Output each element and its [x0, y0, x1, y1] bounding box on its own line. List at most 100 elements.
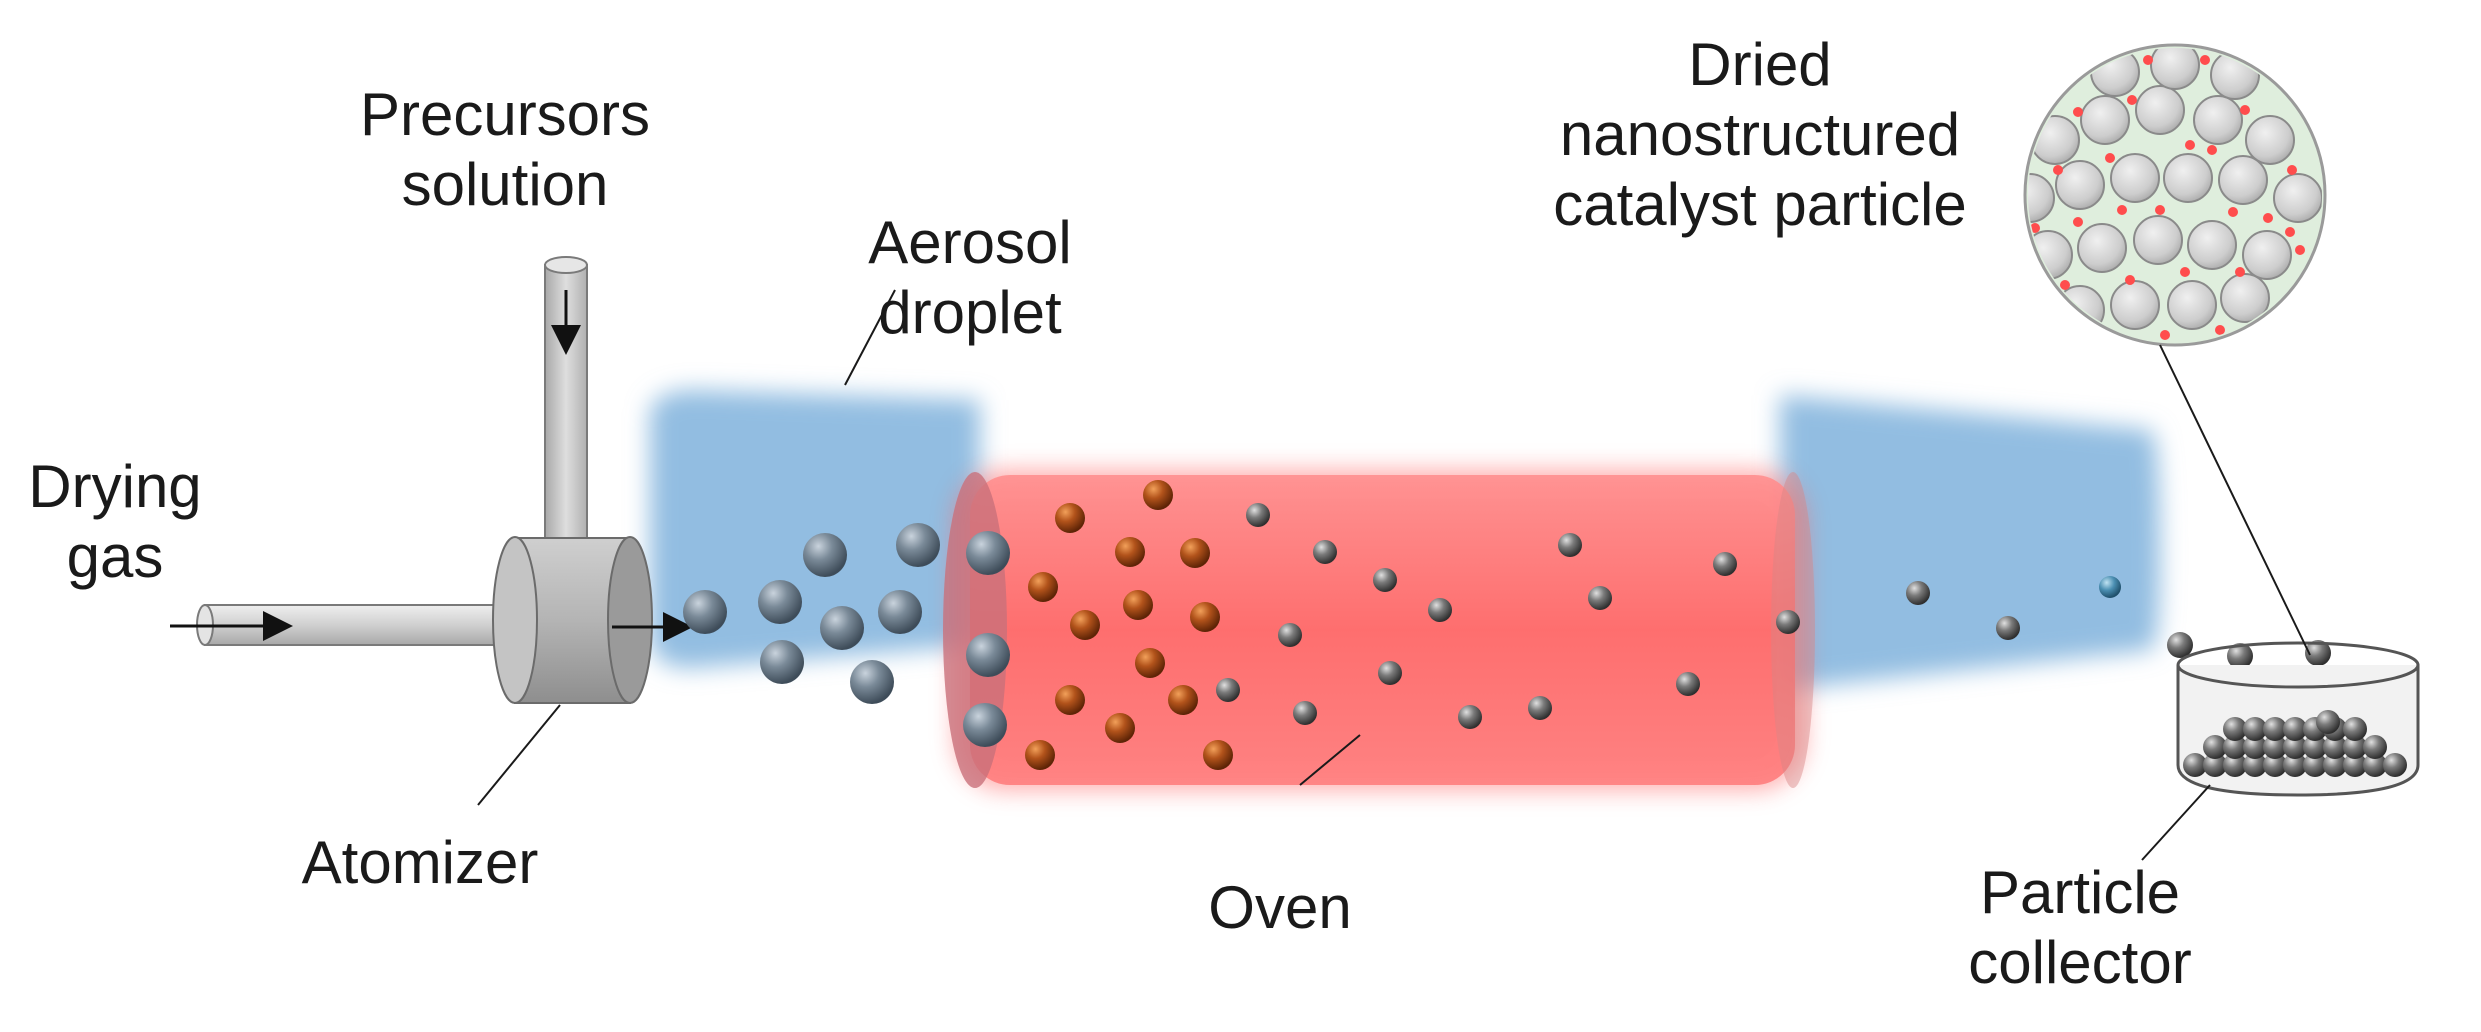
nano-sphere: [2167, 280, 2217, 330]
dried-particle: [1293, 701, 1317, 725]
aerosol-droplet: [758, 580, 802, 624]
catalyst-dot: [2125, 275, 2135, 285]
atomizer: [492, 536, 693, 704]
oven-label: Oven: [1208, 874, 1352, 941]
aerosol-droplet: [966, 531, 1010, 575]
collected-particle: [2363, 735, 2387, 759]
atomizer-label: Atomizer: [301, 829, 539, 896]
nano-sphere: [2110, 280, 2160, 330]
heating-droplet: [1055, 685, 1085, 715]
heating-droplet: [1025, 740, 1055, 770]
aerosol-leader-line: [844, 289, 896, 386]
collected-particle: [2243, 717, 2267, 741]
heating-droplet: [1115, 537, 1145, 567]
heating-droplet: [1028, 572, 1058, 602]
aerosol-zone-right: [1780, 395, 2160, 690]
nano-sphere: [2242, 230, 2292, 280]
heating-droplet: [1135, 648, 1165, 678]
dried-particle: [1458, 705, 1482, 729]
nano-sphere: [2110, 153, 2160, 203]
collected-particle: [2283, 717, 2307, 741]
dried-particle-leader-line: [2159, 344, 2311, 656]
aerosol-droplet: [820, 606, 864, 650]
dried-particle-label: Dried nanostructured catalyst particle: [1553, 31, 1967, 238]
precursors-solution-label: Precursors solution: [359, 81, 651, 218]
atomizer-leader-line: [477, 704, 561, 806]
heating-droplet: [1070, 610, 1100, 640]
collected-particle: [2383, 753, 2407, 777]
catalyst-dot: [2240, 105, 2250, 115]
heating-droplet: [1143, 480, 1173, 510]
nano-sphere: [2150, 48, 2200, 90]
nano-sphere: [2187, 220, 2237, 270]
collected-particle: [2343, 735, 2367, 759]
dried-particle: [1528, 696, 1552, 720]
nano-sphere: [2133, 215, 2183, 265]
catalyst-dot: [2235, 267, 2245, 277]
catalyst-dot: [2095, 333, 2105, 342]
collected-particle: [2303, 735, 2327, 759]
dried-particle: [2099, 576, 2121, 598]
catalyst-dot: [2073, 107, 2083, 117]
particle-collector: [2176, 641, 2420, 797]
collected-particle: [2223, 717, 2247, 741]
nano-sphere: [2218, 155, 2268, 205]
collected-particle: [2343, 717, 2367, 741]
aerosol-droplet-label: Aerosol droplet: [868, 209, 1072, 346]
droplet-particles: [683, 480, 2331, 770]
dried-particle: [1246, 503, 1270, 527]
dried-particle: [1313, 540, 1337, 564]
particle-collector-label: Particle collector: [1968, 859, 2192, 996]
collected-particle: [2316, 710, 2340, 734]
dried-particle: [1428, 598, 1452, 622]
dried-particle: [1216, 678, 1240, 702]
dried-particle: [1378, 661, 1402, 685]
collected-particle: [2183, 753, 2207, 777]
nano-sphere: [2090, 48, 2140, 97]
nano-sphere: [2135, 85, 2185, 135]
dried-particle: [1676, 672, 1700, 696]
collected-particle: [2263, 753, 2287, 777]
falling-particle: [2227, 643, 2253, 669]
catalyst-dot: [2287, 165, 2297, 175]
collected-particle: [2223, 753, 2247, 777]
collected-particle: [2283, 753, 2307, 777]
collected-particle: [2323, 753, 2347, 777]
collected-particle: [2243, 753, 2267, 777]
catalyst-dot: [2200, 55, 2210, 65]
catalyst-dot: [2060, 280, 2070, 290]
catalyst-dot: [2228, 207, 2238, 217]
dried-particle: [1713, 552, 1737, 576]
leader-lines: [477, 289, 2311, 861]
catalyst-dot: [2285, 227, 2295, 237]
heating-droplet: [1180, 538, 1210, 568]
nano-sphere: [2193, 95, 2243, 145]
drying-gas-pipe: [170, 604, 511, 646]
falling-particle: [2167, 632, 2193, 658]
catalyst-dot: [2127, 95, 2137, 105]
collected-particle: [2263, 717, 2287, 741]
catalyst-dot: [2030, 223, 2040, 233]
heating-droplet: [1105, 713, 1135, 743]
aerosol-droplet: [683, 590, 727, 634]
catalyst-dot: [2160, 330, 2170, 340]
dried-particle: [1558, 533, 1582, 557]
catalyst-dot: [2215, 325, 2225, 335]
catalyst-dot: [2263, 213, 2273, 223]
collected-particle: [2303, 753, 2327, 777]
nano-sphere: [2220, 273, 2270, 323]
nano-sphere: [2273, 173, 2322, 223]
nano-sphere: [2055, 160, 2105, 210]
heating-droplet: [1123, 590, 1153, 620]
collected-particle: [2203, 735, 2227, 759]
collected-particles: [2183, 710, 2407, 777]
catalyst-dot: [2207, 145, 2217, 155]
aerosol-droplet: [878, 590, 922, 634]
aerosol-droplet: [896, 523, 940, 567]
oven-leader-line: [1299, 734, 1361, 786]
magnified-catalyst-particle: [2023, 43, 2327, 347]
catalyst-dot: [2117, 205, 2127, 215]
collected-particle: [2263, 735, 2287, 759]
catalyst-dots: [2030, 55, 2305, 342]
collected-particle: [2343, 753, 2367, 777]
